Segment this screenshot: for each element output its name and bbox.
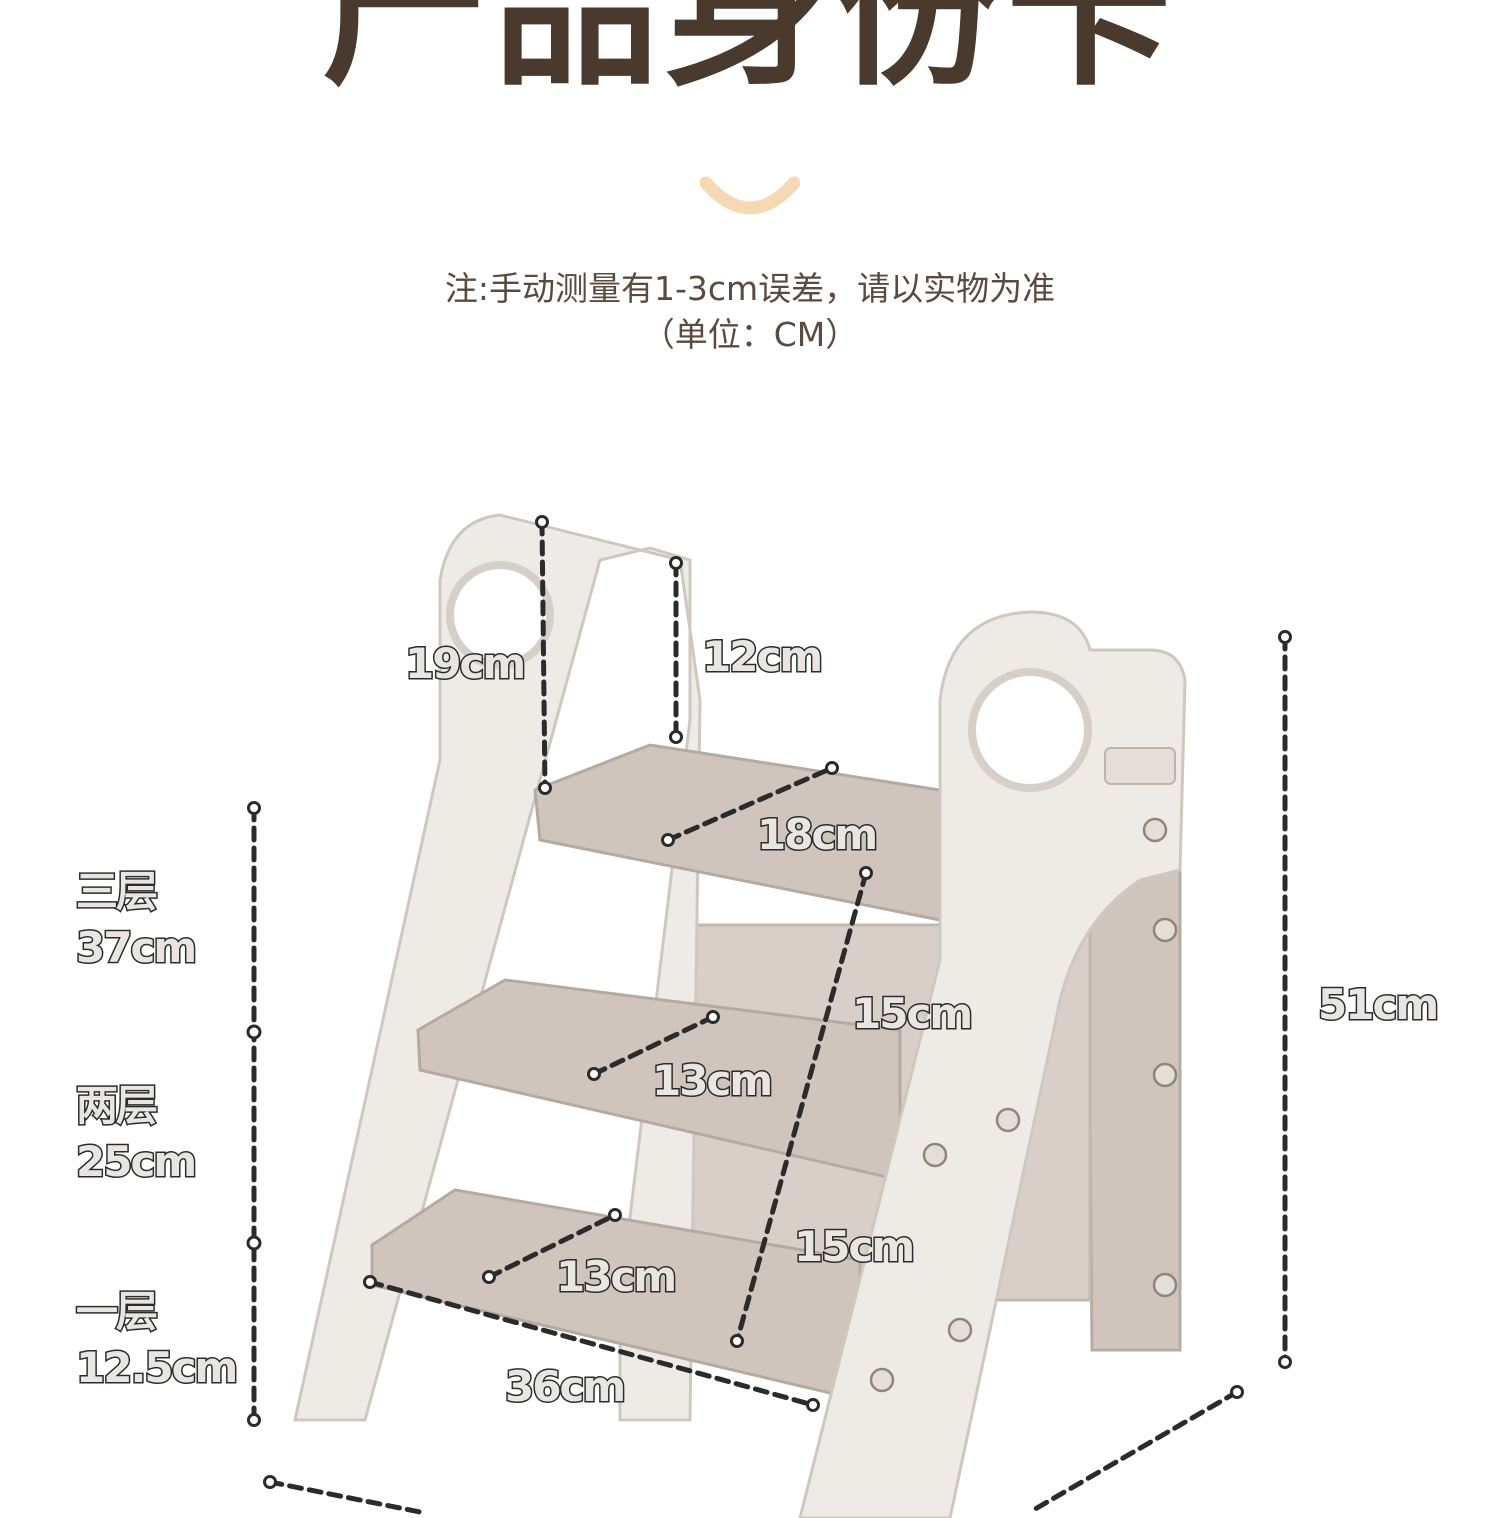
label-bottom-step-depth: 13cm — [554, 1252, 678, 1301]
measurement-note: 注:手动测量有1-3cm误差，请以实物为准 （单位：CM） — [0, 266, 1500, 358]
note-line-2: （单位：CM） — [641, 315, 859, 354]
dim-line-floor-right — [1027, 1385, 1244, 1515]
level-1-height: 12.5cm — [74, 1342, 239, 1394]
label-base-width: 36cm — [503, 1362, 627, 1411]
level-2-name: 两层 — [74, 1080, 159, 1132]
page-title: 产品身份卡 — [322, 0, 1178, 108]
dim-line-floor-left — [263, 1475, 423, 1515]
dim-line-top-step — [661, 761, 839, 847]
dim-line-step-gap — [730, 866, 873, 1348]
dim-line-handle — [535, 515, 552, 795]
level-2-label: 两层 25cm — [74, 1078, 198, 1190]
label-step-gap-upper: 15cm — [850, 989, 974, 1038]
dim-line-base-width — [363, 1275, 820, 1412]
label-total-height: 51cm — [1316, 980, 1440, 1029]
level-3-label: 三层 37cm — [74, 864, 198, 976]
note-line-1: 注:手动测量有1-3cm误差，请以实物为准 — [444, 269, 1056, 308]
label-step-gap-lower: 15cm — [792, 1222, 916, 1271]
right-side-frame — [798, 610, 1187, 1518]
level-markers — [246, 1024, 262, 1251]
top-step — [533, 743, 942, 922]
label-top-rail-height: 12cm — [700, 632, 824, 681]
smile-decoration-icon — [700, 176, 800, 215]
label-middle-step-depth: 13cm — [650, 1056, 774, 1105]
frame-screws — [869, 817, 1178, 1393]
label-top-step-depth: 18cm — [755, 810, 879, 859]
dimension-lines — [247, 515, 1292, 1515]
right-handle-hole — [968, 668, 1092, 792]
level-2-height: 25cm — [74, 1136, 198, 1188]
level-1-name: 一层 — [74, 1286, 159, 1338]
dim-line-middle-step — [587, 1010, 720, 1081]
level-1-label: 一层 12.5cm — [74, 1284, 239, 1396]
level-3-height: 37cm — [74, 922, 198, 974]
level-3-name: 三层 — [74, 866, 159, 918]
label-handle-height: 19cm — [403, 639, 527, 688]
brand-plate — [1104, 747, 1176, 785]
dim-line-bottom-step — [482, 1208, 622, 1284]
